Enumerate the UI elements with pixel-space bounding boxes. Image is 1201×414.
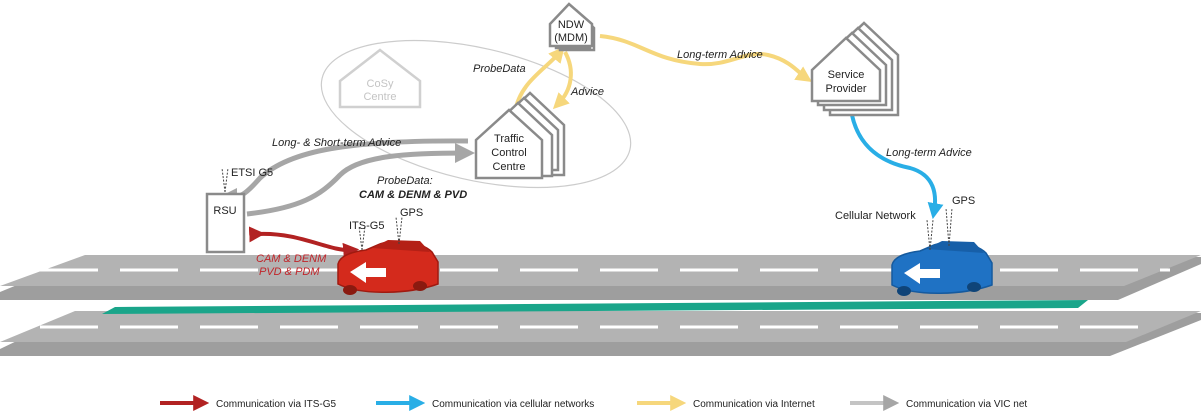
label-probedata-content: CAM & DENM & PVD [359,189,467,201]
cosy-label-line2: Centre [363,91,396,103]
label-gps-right: GPS [952,195,975,207]
cosy-label-line1: CoSy [367,78,394,90]
legend-label-cellular: Communication via cellular networks [432,399,594,410]
legend: Communication via ITS-G5 Communication v… [160,395,1027,411]
label-cellular-network: Cellular Network [835,210,916,222]
rsu-node: RSU [205,192,246,254]
arrow-service-provider-to-cellular [848,99,944,220]
rsu-antenna-icon [221,167,229,193]
cosy-boundary-ellipse [320,39,632,189]
ndw-node: NDW (MDM) [548,2,596,52]
legend-item-cellular: Communication via cellular networks [376,395,594,411]
arrow-its-g5-rsu-car [248,226,360,259]
legend-label-internet: Communication via Internet [693,399,815,410]
label-long-term-advice-top: Long-term Advice [677,49,763,61]
service-provider-label-line2: Provider [826,83,867,95]
label-its-messages-line1: CAM & DENM [256,253,327,265]
tcc-label-line2: Control [491,147,526,159]
legend-item-internet: Communication via Internet [637,395,815,411]
service-provider-label-line1: Service [828,69,865,81]
label-probedata: ProbeData: [377,175,433,187]
cosy-centre-node: CoSy Centre [338,48,422,109]
arrow-ndw-to-service-provider [599,34,812,82]
cellular-car [891,241,993,296]
label-its-g5: ITS-G5 [349,220,384,232]
tcc-label-line3: Centre [492,161,525,173]
road-lower [0,311,1201,356]
legend-item-vic-net: Communication via VIC net [850,395,1027,411]
label-long-term-advice-right: Long-term Advice [886,147,972,159]
road-median [102,300,1088,314]
label-its-messages-line2: PVD & PDM [259,266,320,278]
tcc-label-line1: Traffic [494,133,524,145]
cellular-antenna-icon [926,219,934,251]
label-long-short-term-advice: Long- & Short-term Advice [272,137,401,149]
ndw-label-line1: NDW [558,19,585,31]
legend-label-vic-net: Communication via VIC net [906,399,1027,410]
service-provider-node: Service Provider [810,21,900,117]
ndw-label-line2: (MDM) [554,32,588,44]
label-probedata-top: ProbeData [473,63,526,75]
legend-item-its-g5: Communication via ITS-G5 [160,395,336,411]
label-advice: Advice [570,86,604,98]
direction-arrow-icon [350,262,386,283]
gps-antenna-left-icon [395,216,403,245]
road-upper [0,255,1201,300]
its-g5-antenna-icon [358,225,366,251]
gps-antenna-right-icon [945,207,953,247]
arrow-advice-to-tcc [552,51,573,110]
its-g5-car [337,240,439,295]
label-etsi-g5: ETSI G5 [231,167,273,179]
rsu-label: RSU [213,205,236,217]
direction-arrow-icon [904,263,940,284]
traffic-control-centre-node: Traffic Control Centre [474,91,566,180]
arrow-rsu-to-tcc [246,143,475,217]
label-gps-left: GPS [400,207,423,219]
legend-label-its-g5: Communication via ITS-G5 [216,399,336,410]
